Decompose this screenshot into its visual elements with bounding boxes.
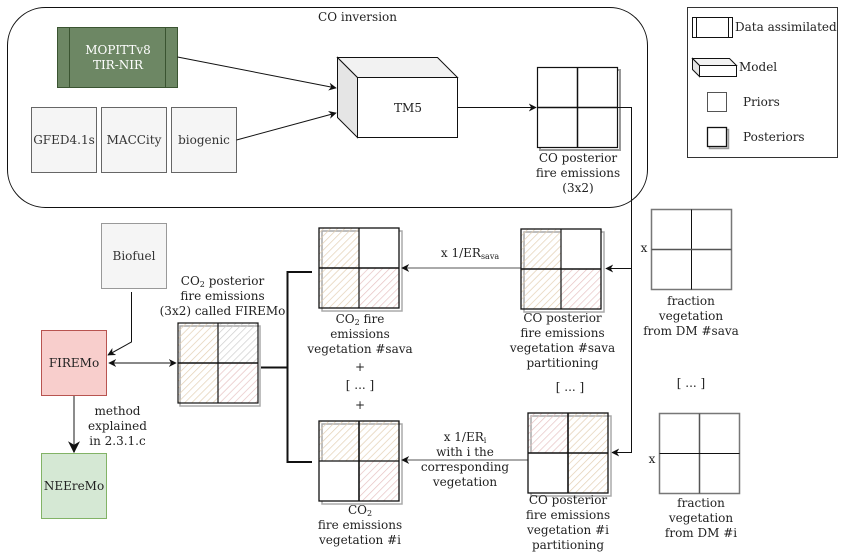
biofuel-box[interactable] <box>101 223 167 289</box>
connector-co-to-sava <box>577 107 632 273</box>
firemo-label: FIREMo <box>48 356 100 370</box>
plus-sign-2: + <box>354 398 366 412</box>
arrow-priors-to-tm5 <box>236 111 337 141</box>
veg-i-ratio-label: x 1/ERi with i the corresponding vegetat… <box>420 430 510 489</box>
co2-posterior-label: CO2 posterior fire emissions (3x2) calle… <box>159 274 286 318</box>
prior-biogenic-label: biogenic <box>178 133 230 147</box>
co-sava-partition-grid[interactable] <box>520 228 605 313</box>
tm5-label: TM5 <box>394 100 422 115</box>
posteriors-icon <box>706 126 730 150</box>
model-icon <box>691 57 738 78</box>
prior-gfed-label: GFED4.1s <box>33 133 95 147</box>
co-inversion-title: CO inversion <box>318 10 397 24</box>
prior-maccity-label: MACCity <box>106 133 162 147</box>
neeremo-box[interactable] <box>41 453 107 519</box>
prior-biogenic-box[interactable] <box>171 107 237 173</box>
neeremo-label: NEEreMo <box>43 479 105 493</box>
co2-veg-i-grid[interactable] <box>318 420 403 505</box>
fraction-veg-i-grid[interactable] <box>658 412 741 495</box>
co2-sava-grid[interactable] <box>318 227 403 312</box>
mopitt-line1: MOPITTv8 <box>85 43 151 57</box>
prior-maccity-box[interactable] <box>101 107 167 173</box>
arrow-biofuel-to-firemo <box>107 292 132 356</box>
fraction-sava-label: fraction vegetation from DM #sava <box>643 294 739 338</box>
mopitt-line2: TIR-NIR <box>92 58 144 72</box>
ellipsis-fraction: [ ... ] <box>676 376 706 390</box>
fraction-sava-grid[interactable] <box>650 208 733 291</box>
firemo-box[interactable] <box>41 330 107 396</box>
sum-bracket-vertical <box>286 271 312 463</box>
co-posterior-grid[interactable] <box>536 66 621 151</box>
legend-posteriors-label: Posteriors <box>743 130 805 144</box>
tm5-model-cube[interactable] <box>336 56 459 139</box>
co-veg-i-partition-label: CO posterior fire emissions vegetation #… <box>525 493 611 552</box>
prior-gfed-box[interactable] <box>31 107 97 173</box>
data-assimilated-icon <box>692 17 733 38</box>
co2-sava-label: CO2 fire emissions vegetation #sava <box>307 312 413 356</box>
plus-sign-1: + <box>354 360 366 374</box>
co-posterior-label: CO posterior fire emissions (3x2) <box>535 151 621 195</box>
method-note: method explained in 2.3.1.c <box>88 404 147 448</box>
connector-co-to-i <box>611 268 632 457</box>
sava-ratio-label: x 1/ERsava <box>440 246 500 261</box>
ellipsis-co2: [ ... ] <box>345 378 375 392</box>
co2-posterior-grid[interactable] <box>177 322 261 407</box>
fraction-veg-i-label: fraction vegetation from DM #i <box>664 496 738 540</box>
co-veg-i-partition-grid[interactable] <box>527 412 612 497</box>
mopitt-box[interactable] <box>57 27 178 88</box>
legend-data-assimilated-label: Data assimilated <box>735 20 837 34</box>
co-sava-partition-label: CO posterior fire emissions vegetation #… <box>509 311 616 370</box>
priors-icon <box>707 92 727 112</box>
arrow-mopitt-to-tm5 <box>177 56 337 91</box>
co-inversion-container <box>7 7 648 208</box>
biofuel-label: Biofuel <box>112 249 156 263</box>
legend-model-label: Model <box>739 60 778 74</box>
fraction-sava-multiplier: x <box>640 241 648 255</box>
co2-veg-i-label: CO2 fire emissions vegetation #i <box>317 503 403 547</box>
legend-priors-label: Priors <box>743 95 780 109</box>
ellipsis-co-partition: [ ... ] <box>555 380 585 394</box>
fraction-veg-i-multiplier: x <box>648 452 656 466</box>
